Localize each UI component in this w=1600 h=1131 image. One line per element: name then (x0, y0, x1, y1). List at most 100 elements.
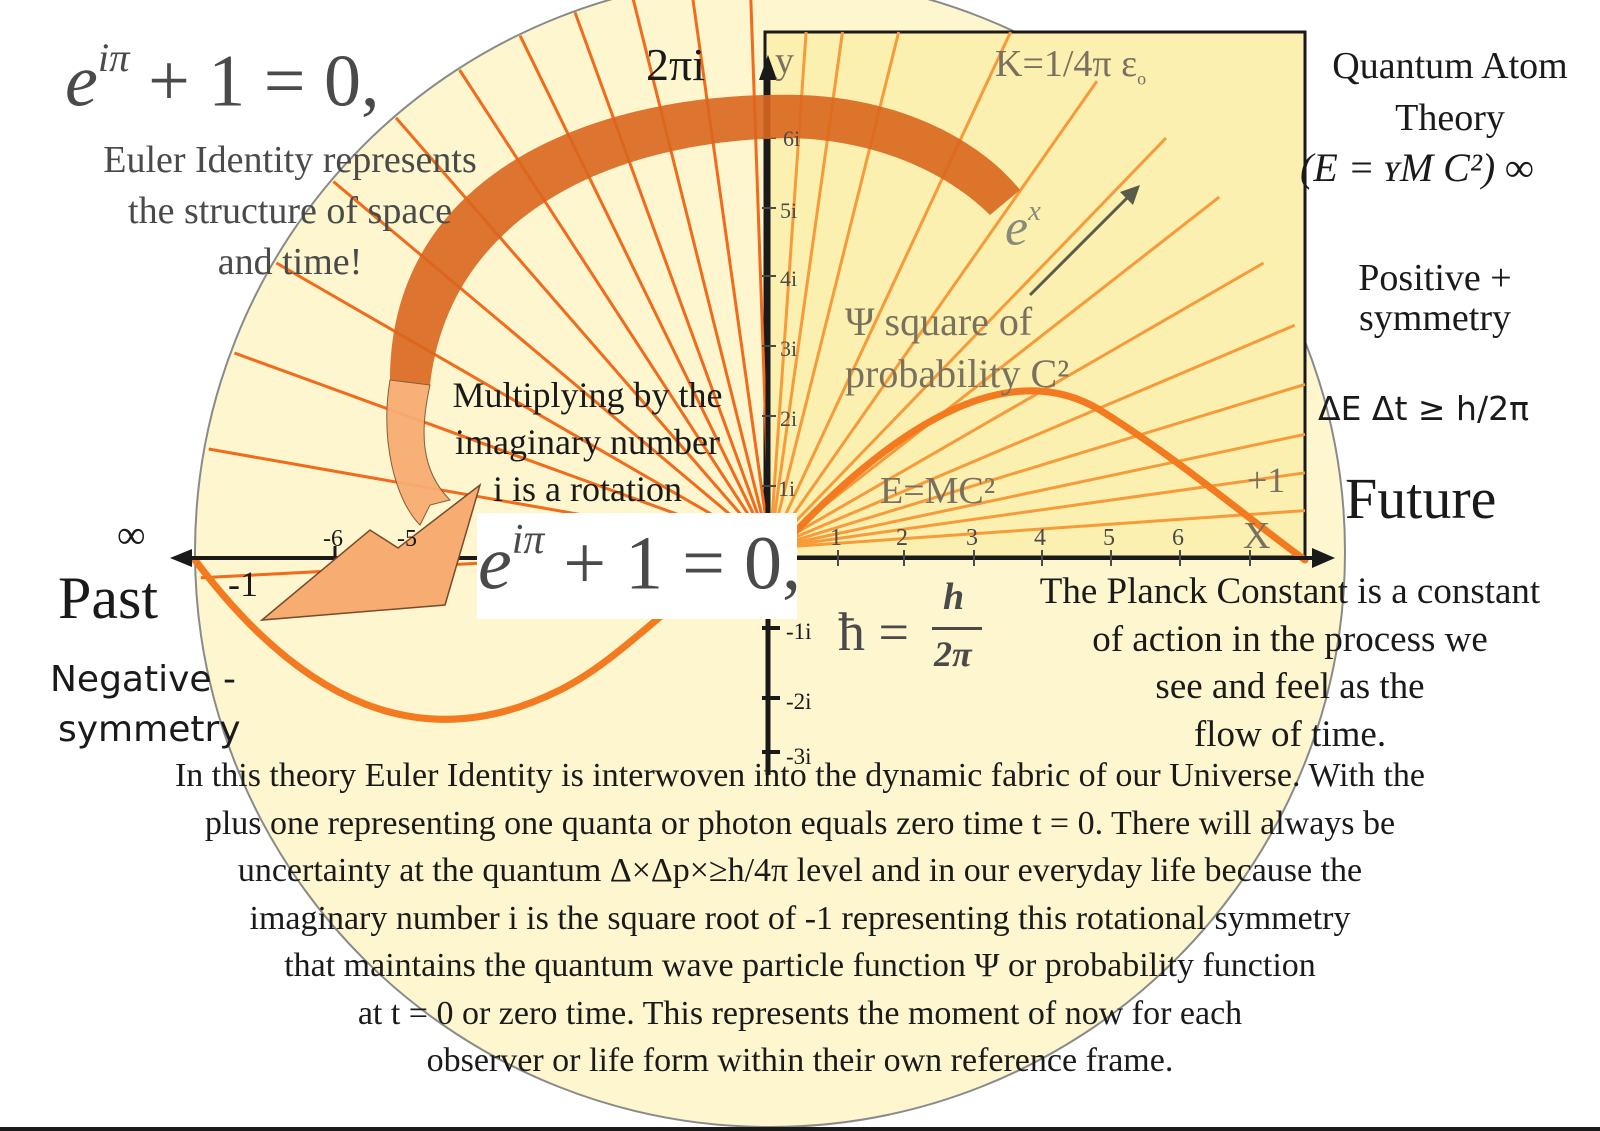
x-tick-label-neg: -6 (323, 526, 343, 552)
euler-equation-center: eiπ + 1 = 0, (478, 517, 801, 601)
growth-arrow-line (1028, 188, 1137, 297)
future-label: Future (1345, 466, 1497, 531)
euler-caption-line: and time! (217, 241, 363, 283)
y-axis-label: y (775, 40, 794, 82)
infinity-label: ∞ (117, 512, 146, 557)
coulomb-constant: K=1/4π εo (995, 45, 1146, 88)
rotation-ray (768, 31, 1012, 549)
rotation-ray (769, 323, 1296, 550)
bottom-rule (0, 1127, 1600, 1131)
x-tick-label: 2 (896, 525, 908, 551)
euler-caption: Euler Identity represents the structure … (40, 135, 540, 288)
center-euler-rest: + 1 = 0, (563, 521, 802, 606)
minus-one-label: -1 (228, 564, 258, 604)
y-tick-label: 1i (778, 476, 796, 501)
negative-line: Negative - (50, 659, 236, 700)
planck-line: see and feel as the (1155, 666, 1425, 707)
positive-symmetry: Positive + symmetry (1300, 258, 1570, 338)
center-euler-base: e (478, 521, 512, 606)
hbar-fraction-bar (932, 627, 982, 630)
paragraph-line: uncertainty at the quantum Δ×Δp×≥h/4π le… (237, 852, 1363, 889)
x-tick-label: 5 (1103, 525, 1115, 551)
rotation-arrow-head (259, 483, 482, 621)
hbar-numerator: h (943, 576, 965, 618)
euler-caption-line: the structure of space (128, 190, 452, 232)
coulomb-subscript: o (1137, 68, 1147, 89)
x-tick-label-neg: -5 (397, 526, 417, 552)
planck-line: flow of time. (1193, 713, 1387, 755)
formula-text: (E = ʏM C²) ∞ (1300, 145, 1534, 190)
planck-caption: The Planck Constant is a constant of act… (995, 568, 1585, 758)
rotation-arrow-body (386, 379, 451, 526)
coulomb-text: K=1/4π ε (995, 43, 1138, 85)
x-axis-label: X (1243, 515, 1271, 557)
two-pi-i-label: 2πi (646, 39, 706, 90)
title-line: Quantum Atom (1332, 45, 1568, 87)
planck-line: The Planck Constant is a constant (1039, 571, 1541, 612)
rotation-ray (769, 432, 1306, 550)
euler-rest: + 1 = 0, (148, 40, 380, 123)
title-line: Theory (1395, 97, 1505, 139)
rotation-ray (769, 509, 1306, 550)
euler-equation-top: eiπ + 1 = 0, (65, 35, 380, 118)
y-tick-label-neg: -2i (786, 689, 812, 714)
quantum-atom-title: Quantum Atom Theory (1300, 40, 1600, 144)
y-tick-label: 6i (783, 126, 801, 151)
y-tick-label: 4i (780, 266, 798, 291)
rotation-ray (768, 80, 1099, 549)
positive-line: symmetry (1359, 297, 1511, 339)
euler-exponent: iπ (97, 35, 130, 80)
rotation-ray (332, 180, 771, 550)
rotation-ray (573, 11, 772, 549)
x-axis-arrow-right (1312, 548, 1335, 568)
multiply-line: i is a rotation (493, 469, 682, 509)
exp-exponent: x (1028, 196, 1041, 227)
planck-line: of action in the process we (1092, 618, 1488, 660)
plus-one-label: +1 (1247, 460, 1286, 500)
rotation-rays (200, 0, 1306, 580)
x-tick-label: 6 (1172, 525, 1184, 551)
exp-base: e (1005, 199, 1029, 257)
rotation-ray (769, 382, 1306, 550)
center-euler-exponent: iπ (511, 517, 545, 563)
rotation-ray (768, 136, 1168, 550)
hbar-lhs: ħ = (838, 602, 909, 662)
y-axis-arrow (759, 55, 777, 80)
euler-caption-line: Euler Identity represents (103, 139, 477, 181)
x-tick-label: 1 (830, 525, 842, 551)
explanation-paragraph: In this theory Euler Identity is interwo… (0, 752, 1600, 1085)
euler-base: e (65, 40, 98, 123)
psi-caption: Ψ square of probability C² (845, 296, 1069, 400)
rotation-ray (769, 471, 1306, 550)
y-tick-label: 3i (780, 336, 798, 361)
rotation-ray (769, 261, 1265, 550)
y-tick-label: 2i (780, 406, 798, 431)
energy-time-uncertainty: ΔE Δt ≥ h/2π (1318, 389, 1529, 428)
paragraph-line: at t = 0 or zero time. This represents t… (357, 994, 1243, 1032)
growth-arrow-head (1120, 185, 1140, 205)
y-tick-label-neg: -1i (786, 619, 812, 644)
energy-mass-formula: (E = ʏM C²) ∞ (1300, 148, 1534, 188)
paragraph-line: that maintains the quantum wave particle… (284, 947, 1316, 984)
rotation-ray (631, 0, 772, 549)
y-tick-label: 5i (780, 198, 798, 223)
psi-line: Ψ square of (845, 299, 1033, 344)
rotation-ray (769, 195, 1221, 550)
x-tick-label: 4 (1034, 525, 1046, 551)
positive-line: Positive + (1358, 257, 1512, 299)
rotation-ray (458, 69, 772, 549)
past-label: Past (58, 565, 159, 631)
rotation-ray (691, 0, 772, 549)
paragraph-line: In this theory Euler Identity is interwo… (174, 757, 1425, 794)
paragraph-line: imaginary number i is the square root of… (249, 899, 1351, 937)
x-axis-arrow-left (170, 549, 192, 567)
multiply-caption: Multiplying by the imaginary number i is… (425, 372, 750, 513)
rotation-arrow-top (390, 94, 1020, 385)
multiply-line: Multiplying by the (452, 375, 723, 415)
multiply-line: imaginary number (455, 422, 720, 462)
negative-line: symmetry (58, 709, 241, 750)
center-equation-box (477, 513, 797, 619)
paragraph-line: plus one representing one quanta or phot… (204, 804, 1396, 842)
mass-energy-label: E=MC² (880, 470, 996, 512)
